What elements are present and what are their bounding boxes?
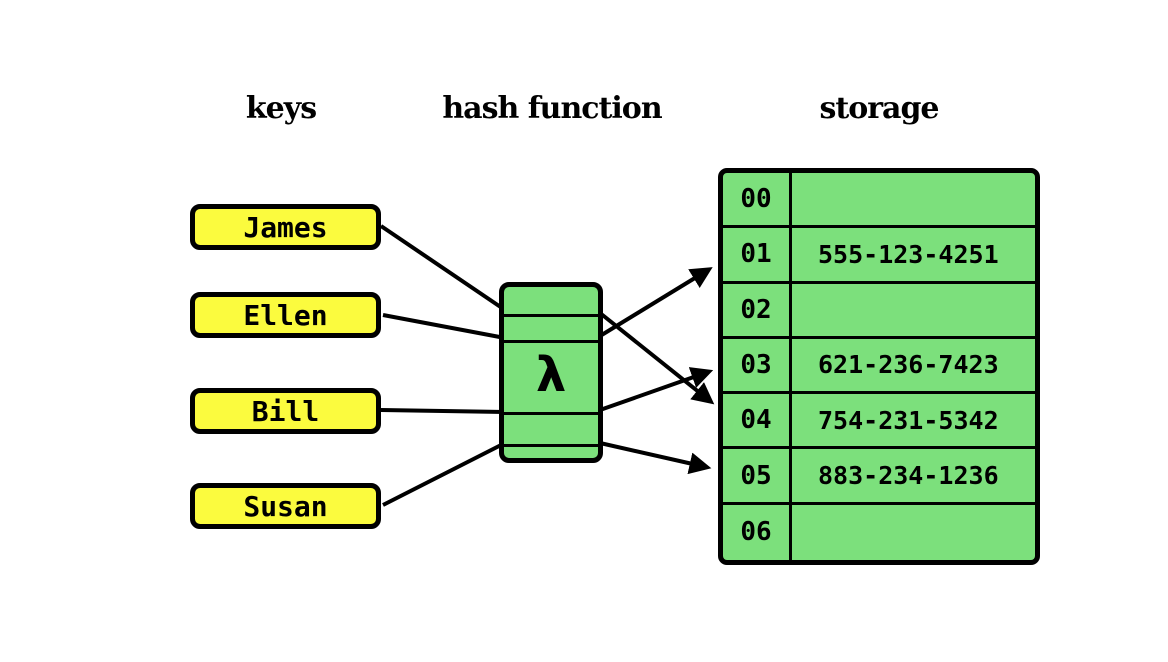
storage-row-06: 06 — [723, 504, 1035, 560]
key-susan: Susan — [190, 483, 381, 529]
key-ellen: Ellen — [190, 292, 381, 338]
hash-box-divider — [504, 412, 598, 415]
slot-index: 00 — [723, 173, 792, 226]
hash-box-divider — [504, 444, 598, 447]
key-label: Ellen — [243, 298, 328, 332]
heading-keys: keys — [245, 91, 317, 126]
heading-storage: storage — [819, 91, 939, 126]
storage-row-04: 04 754-231-5342 — [723, 394, 1035, 450]
slot-value: 754-231-5342 — [818, 405, 999, 435]
slot-value — [792, 284, 1035, 336]
wire-slot-04 — [598, 311, 715, 405]
slot-value: 883-234-1236 — [818, 461, 999, 491]
wire-key-ellen — [382, 313, 506, 340]
key-bill: Bill — [190, 388, 381, 434]
hash-box-divider — [504, 314, 598, 317]
heading-hash-function: hash function — [442, 91, 662, 126]
slot-index: 04 — [723, 394, 792, 447]
slot-value: 555-123-4251 — [818, 239, 999, 269]
storage-row-02: 02 — [723, 283, 1035, 339]
slot-value — [792, 505, 1035, 560]
slot-index: 02 — [723, 283, 792, 336]
wire-key-bill — [380, 408, 506, 414]
storage-table: 00 01 555-123-4251 02 03 621-236-7423 04… — [718, 168, 1040, 565]
storage-row-03: 03 621-236-7423 — [723, 338, 1035, 395]
storage-row-05: 05 883-234-1236 — [723, 449, 1035, 505]
lambda-symbol: λ — [535, 347, 567, 403]
hash-box-divider — [504, 340, 598, 343]
storage-row-00: 00 — [723, 173, 1035, 229]
wire-key-james — [379, 224, 507, 312]
storage-row-01: 01 555-123-4251 — [723, 228, 1035, 284]
slot-index: 03 — [723, 338, 792, 392]
slot-value — [792, 173, 1035, 225]
wire-slot-03 — [599, 367, 714, 412]
wire-key-susan — [382, 441, 506, 507]
slot-index: 06 — [723, 504, 792, 560]
hash-function-box: λ — [499, 282, 603, 463]
slot-value: 621-236-7423 — [818, 350, 999, 380]
key-label: Bill — [251, 394, 320, 428]
wire-slot-05 — [599, 441, 712, 475]
key-james: James — [190, 204, 381, 250]
key-label: Susan — [243, 489, 328, 523]
slot-index: 05 — [723, 449, 792, 502]
slot-index: 01 — [723, 228, 792, 281]
key-label: James — [243, 210, 328, 244]
